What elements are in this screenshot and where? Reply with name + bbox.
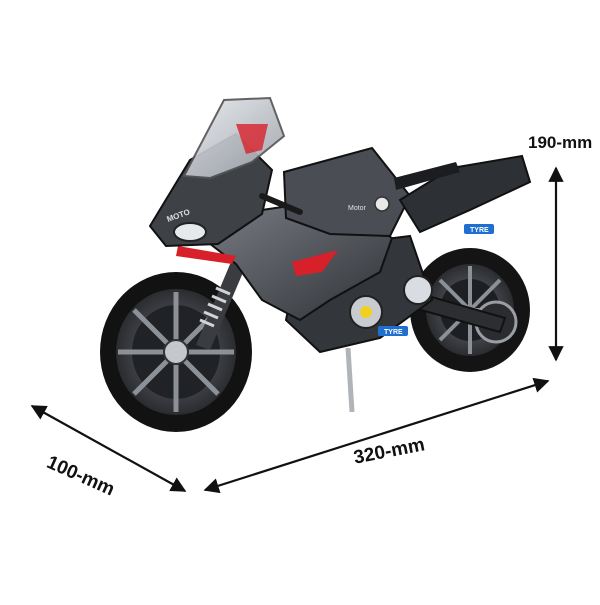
tyre-decal-front: TYRE [378, 326, 408, 336]
tyre-decal-rear: TYRE [464, 224, 494, 234]
front-fork [196, 250, 250, 350]
width-dimension-arrow [30, 405, 187, 492]
svg-text:TYRE: TYRE [470, 227, 489, 234]
kickstand [345, 347, 355, 413]
svg-text:TYRE: TYRE [384, 329, 403, 336]
height-dimension-label: 190-mm [528, 133, 593, 152]
length-dimension-arrow [203, 377, 550, 494]
red-headlight-accent [176, 246, 236, 264]
seat [394, 162, 460, 190]
tank-decal: Motor [348, 205, 367, 212]
front-wheel [100, 272, 252, 432]
fuel-tank [282, 146, 412, 238]
windshield [182, 96, 286, 180]
red-accent-stripe [292, 250, 338, 276]
headlight [173, 222, 207, 242]
handlebar [259, 193, 303, 215]
tail-section [398, 154, 532, 234]
